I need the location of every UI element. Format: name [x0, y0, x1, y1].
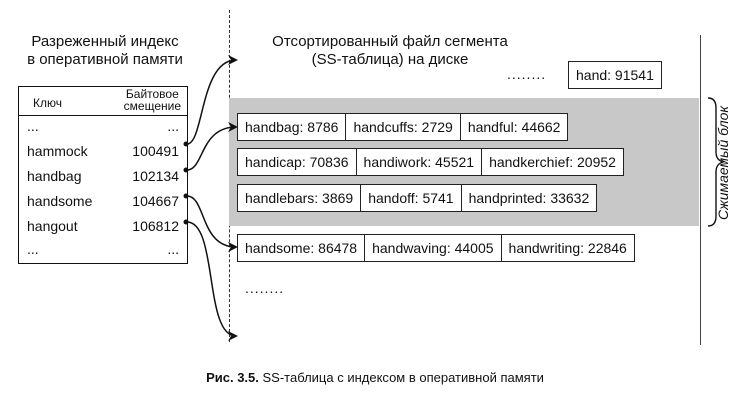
segment-record: handoff: 5741 — [360, 185, 460, 211]
index-row-key: ... — [27, 241, 39, 257]
hammock-pointer-dot — [183, 141, 189, 147]
sparse-index-table: Ключ Байтовое смещение ... ... hammock 1… — [18, 86, 188, 264]
index-title-line2: в оперативной памяти — [27, 51, 183, 68]
index-row: ... ... — [19, 115, 187, 140]
figure-number: Рис. 3.5. — [206, 370, 259, 385]
index-table-header: Ключ Байтовое смещение — [19, 87, 187, 116]
compressed-block-label: Сжимаемый блок — [715, 106, 731, 220]
segment-top-ellipsis: ........ — [507, 66, 547, 82]
segment-record: hand: 91541 — [576, 67, 654, 83]
hammock-pointer-arrow — [186, 55, 238, 145]
index-row: hammock 100491 — [19, 140, 187, 165]
segment-record: handlebars: 3869 — [245, 190, 354, 206]
index-row: handbag 102134 — [19, 165, 187, 190]
index-row-key: handsome — [27, 193, 93, 209]
segment-record: handbag: 8786 — [245, 119, 339, 135]
header-offset-line2: смещение — [123, 99, 181, 113]
index-title-line1: Разреженный индекс — [31, 33, 179, 50]
handsome-pointer-dot — [183, 193, 189, 199]
segment-title-line1: Отсортированный файл сегмента — [272, 33, 508, 50]
header-offset-line1: Байтовое — [125, 87, 179, 101]
segment-record: handful: 44662 — [459, 114, 568, 140]
segment-record: handkerchief: 20952 — [481, 149, 623, 175]
segment-right-boundary — [700, 35, 701, 345]
hangout-pointer-arrow — [186, 221, 238, 341]
index-row-offset: ... — [167, 241, 179, 257]
segment-record: handicap: 70836 — [245, 154, 349, 170]
segment-record: handprinted: 33632 — [460, 185, 597, 211]
block-row-1: handbag: 8786 handcuffs: 2729 handful: 4… — [237, 113, 569, 141]
figure-caption-text: SS-таблица с индексом в оперативной памя… — [262, 370, 544, 385]
segment-record: handwriting: 22846 — [500, 235, 634, 261]
segment-title-line2: (SS-таблица) на диске — [311, 51, 469, 68]
index-row-key: handbag — [27, 168, 82, 184]
block-row-3: handlebars: 3869 handoff: 5741 handprint… — [237, 184, 598, 212]
handbag-pointer-arrow — [186, 122, 238, 171]
handbag-pointer-dot — [183, 167, 189, 173]
segment-next-row: handsome: 86478 handwaving: 44005 handwr… — [237, 234, 635, 262]
index-row-offset: 104667 — [132, 193, 179, 209]
compressed-block-brace — [707, 97, 726, 227]
segment-record: handcuffs: 2729 — [345, 114, 459, 140]
index-row: ... ... — [19, 238, 187, 263]
index-row: hangout 106812 — [19, 215, 187, 240]
index-row-key: hangout — [27, 218, 78, 234]
handsome-pointer-arrow — [186, 195, 238, 252]
index-row-offset: 102134 — [132, 168, 179, 184]
index-row-offset: 100491 — [132, 143, 179, 159]
index-row-key: ... — [27, 118, 39, 134]
compressed-block-label-container: Сжимаемый блок — [702, 88, 744, 238]
segment-bottom-ellipsis: ........ — [245, 280, 285, 296]
block-row-2: handicap: 70836 handiwork: 45521 handker… — [237, 148, 624, 176]
segment-record: handwaving: 44005 — [364, 235, 500, 261]
header-byte-offset: Байтовое смещение — [124, 88, 181, 112]
segment-record: handiwork: 45521 — [355, 149, 482, 175]
segment-top-record-row: hand: 91541 — [568, 61, 662, 89]
header-key: Ключ — [33, 96, 62, 110]
segment-record: handsome: 86478 — [245, 240, 358, 256]
index-row: handsome 104667 — [19, 190, 187, 215]
hangout-pointer-dot — [183, 219, 189, 225]
segment-title: Отсортированный файл сегмента (SS-таблиц… — [240, 33, 540, 69]
figure-caption: Рис. 3.5. SS-таблица с индексом в операт… — [0, 370, 750, 385]
index-row-offset: ... — [167, 118, 179, 134]
index-title: Разреженный индекс в оперативной памяти — [0, 33, 210, 69]
index-row-key: hammock — [27, 143, 88, 159]
index-row-offset: 106812 — [132, 218, 179, 234]
